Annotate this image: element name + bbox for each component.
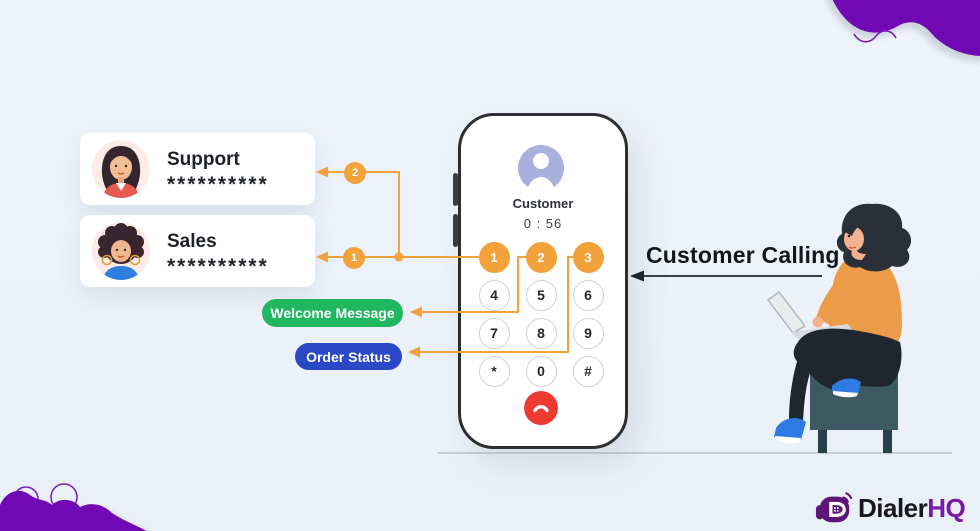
dial-key-8[interactable]: 8 — [525, 317, 557, 349]
dial-key-pound[interactable]: # — [572, 355, 604, 387]
dial-key-star[interactable]: * — [478, 355, 510, 387]
department-name: Support — [167, 148, 240, 170]
caller-avatar-icon — [518, 145, 564, 191]
hangup-call-icon — [533, 405, 549, 413]
masked-phone-number: ********** — [167, 172, 269, 196]
dial-key-0[interactable]: 0 — [525, 355, 557, 387]
seated-customer-illustration — [767, 203, 912, 453]
dial-key-4[interactable]: 4 — [478, 279, 510, 311]
welcome-message-pill[interactable]: Welcome Message — [262, 299, 403, 327]
purple-blob-bottom-left — [0, 483, 147, 531]
hangup-button[interactable] — [524, 391, 558, 425]
logo-text-dialer: Dialer — [858, 492, 928, 523]
customer-calling-arrow-icon — [630, 270, 822, 282]
dialerhq-logo: DialerHQ — [815, 489, 966, 527]
volume-down-button — [453, 214, 458, 247]
logo-text-hq: HQ — [927, 492, 966, 523]
route-key-badge-sales: 1 — [343, 247, 365, 269]
caller-name: Customer — [512, 196, 574, 211]
support-agent-avatar — [92, 140, 150, 198]
department-name: Sales — [167, 230, 217, 252]
masked-phone-number: ********** — [167, 254, 269, 278]
purple-blob-top-right — [826, 0, 980, 62]
dial-key-3[interactable]: 3 — [572, 241, 604, 273]
department-card-support: Support ********** — [80, 133, 315, 205]
dial-key-9[interactable]: 9 — [572, 317, 604, 349]
ground-line — [437, 452, 952, 454]
dial-key-2[interactable]: 2 — [525, 241, 557, 273]
call-timer: 0 : 56 — [523, 216, 563, 231]
dial-keypad: 1 2 3 4 5 6 7 8 9 * 0 # — [478, 241, 604, 387]
volume-up-button — [453, 173, 458, 206]
order-status-pill[interactable]: Order Status — [295, 343, 402, 370]
dialerhq-headset-icon — [815, 492, 853, 523]
dial-key-7[interactable]: 7 — [478, 317, 510, 349]
sales-agent-avatar — [92, 222, 150, 280]
phone-frame: Customer 0 : 56 1 2 3 4 5 6 7 8 9 * 0 # — [453, 113, 628, 449]
dial-key-1[interactable]: 1 — [478, 241, 510, 273]
dial-key-6[interactable]: 6 — [572, 279, 604, 311]
route-key-badge-support: 2 — [344, 162, 366, 184]
department-card-sales: Sales ********** — [80, 215, 315, 287]
customer-calling-label: Customer Calling — [646, 242, 840, 268]
dial-key-5[interactable]: 5 — [525, 279, 557, 311]
